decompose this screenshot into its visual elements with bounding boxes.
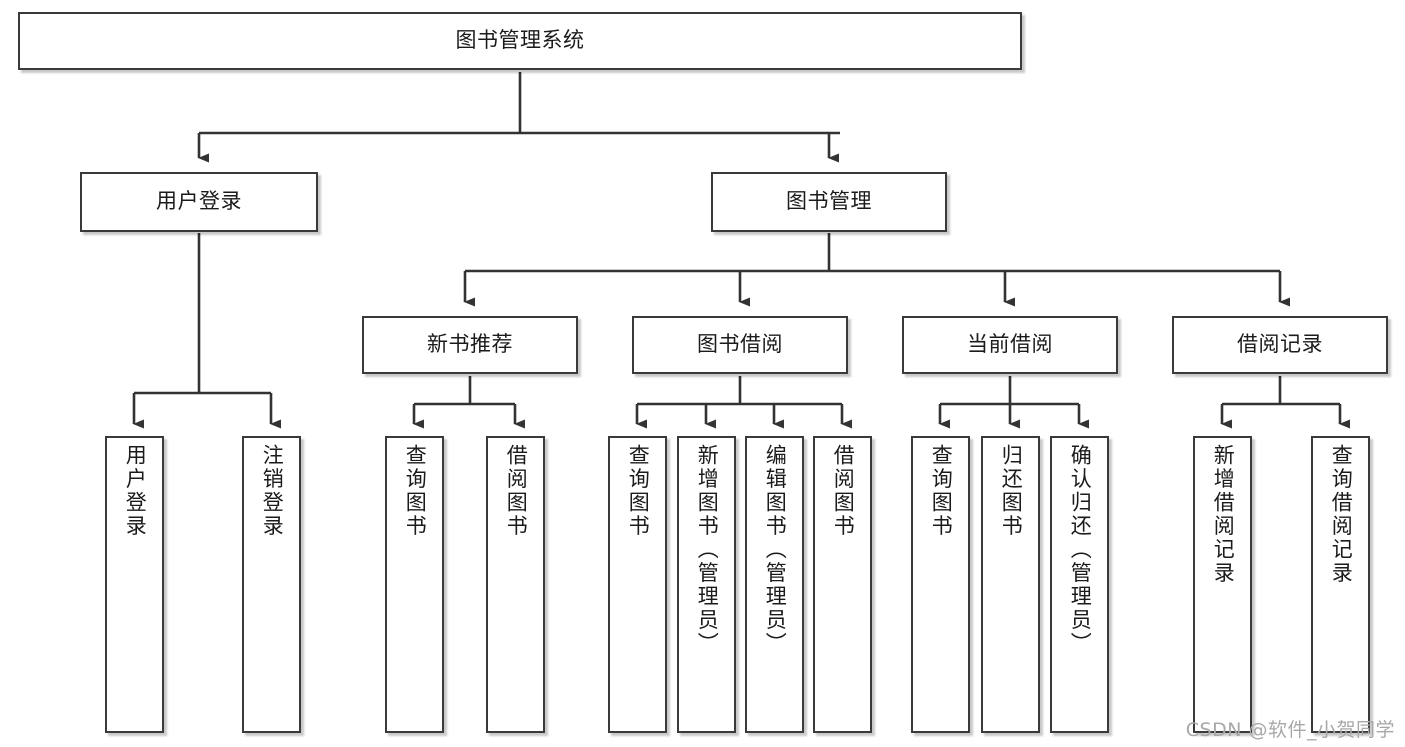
node-label: 查询图书 bbox=[929, 444, 954, 538]
node-leaf-edit-book-admin[interactable]: 编辑图书（管理员） bbox=[745, 436, 804, 733]
node-label: 注销登录 bbox=[260, 444, 285, 538]
node-new-book-recommendation[interactable]: 新书推荐 bbox=[362, 316, 578, 374]
node-book-management[interactable]: 图书管理 bbox=[711, 172, 947, 232]
node-label: 新书推荐 bbox=[427, 332, 513, 357]
connector-bookborrow-to-leaves bbox=[635, 376, 852, 429]
node-leaf-add-book-admin[interactable]: 新增图书（管理员） bbox=[677, 436, 736, 733]
node-root-book-management-system[interactable]: 图书管理系统 bbox=[18, 12, 1022, 70]
node-leaf-logout[interactable]: 注销登录 bbox=[242, 436, 301, 733]
node-leaf-query-book-current[interactable]: 查询图书 bbox=[911, 436, 970, 733]
node-leaf-query-book-borrow[interactable]: 查询图书 bbox=[608, 436, 667, 733]
node-label: 图书管理 bbox=[786, 189, 872, 214]
node-label: 用户登录 bbox=[123, 444, 148, 538]
node-label: 查询图书 bbox=[403, 444, 428, 538]
node-label: 查询图书 bbox=[626, 444, 651, 538]
node-label: 用户登录 bbox=[156, 189, 242, 214]
node-leaf-borrow-book-rec[interactable]: 借阅图书 bbox=[486, 436, 545, 733]
node-label: 图书借阅 bbox=[697, 332, 783, 357]
node-book-borrowing[interactable]: 图书借阅 bbox=[632, 316, 848, 374]
node-leaf-borrow-book-borrow[interactable]: 借阅图书 bbox=[813, 436, 872, 733]
node-label: 编辑图书（管理员） bbox=[763, 444, 788, 656]
node-leaf-add-borrow-record[interactable]: 新增借阅记录 bbox=[1193, 436, 1252, 733]
node-label: 归还图书 bbox=[999, 444, 1024, 538]
connector-userlogin-to-leaves bbox=[132, 233, 281, 429]
connector-newbookrec-to-leaves bbox=[412, 376, 525, 429]
node-user-login[interactable]: 用户登录 bbox=[80, 172, 318, 232]
connector-borrowrecord-to-leaves bbox=[1220, 376, 1350, 429]
node-label: 新增图书（管理员） bbox=[695, 444, 720, 656]
node-current-borrowing[interactable]: 当前借阅 bbox=[902, 316, 1118, 374]
node-label: 借阅记录 bbox=[1237, 332, 1323, 357]
node-leaf-user-login[interactable]: 用户登录 bbox=[105, 436, 164, 733]
node-label: 查询借阅记录 bbox=[1329, 444, 1354, 585]
node-leaf-confirm-return-admin[interactable]: 确认归还（管理员） bbox=[1050, 436, 1109, 733]
connector-bookmanage-to-level3 bbox=[463, 233, 1290, 307]
node-borrowing-record[interactable]: 借阅记录 bbox=[1172, 316, 1388, 374]
connector-root-to-level2 bbox=[197, 72, 840, 163]
watermark-text: CSDN @软件_小贺同学 bbox=[1185, 719, 1395, 741]
node-label: 图书管理系统 bbox=[455, 28, 585, 53]
node-label: 借阅图书 bbox=[504, 444, 529, 538]
connector-currentborrow-to-leaves bbox=[938, 376, 1089, 429]
node-label: 确认归还（管理员） bbox=[1068, 444, 1093, 656]
node-leaf-query-book-rec[interactable]: 查询图书 bbox=[385, 436, 444, 733]
node-leaf-return-book[interactable]: 归还图书 bbox=[981, 436, 1040, 733]
node-leaf-query-borrow-record[interactable]: 查询借阅记录 bbox=[1311, 436, 1370, 733]
node-label: 新增借阅记录 bbox=[1211, 444, 1236, 585]
node-label: 借阅图书 bbox=[831, 444, 856, 538]
node-label: 当前借阅 bbox=[967, 332, 1053, 357]
